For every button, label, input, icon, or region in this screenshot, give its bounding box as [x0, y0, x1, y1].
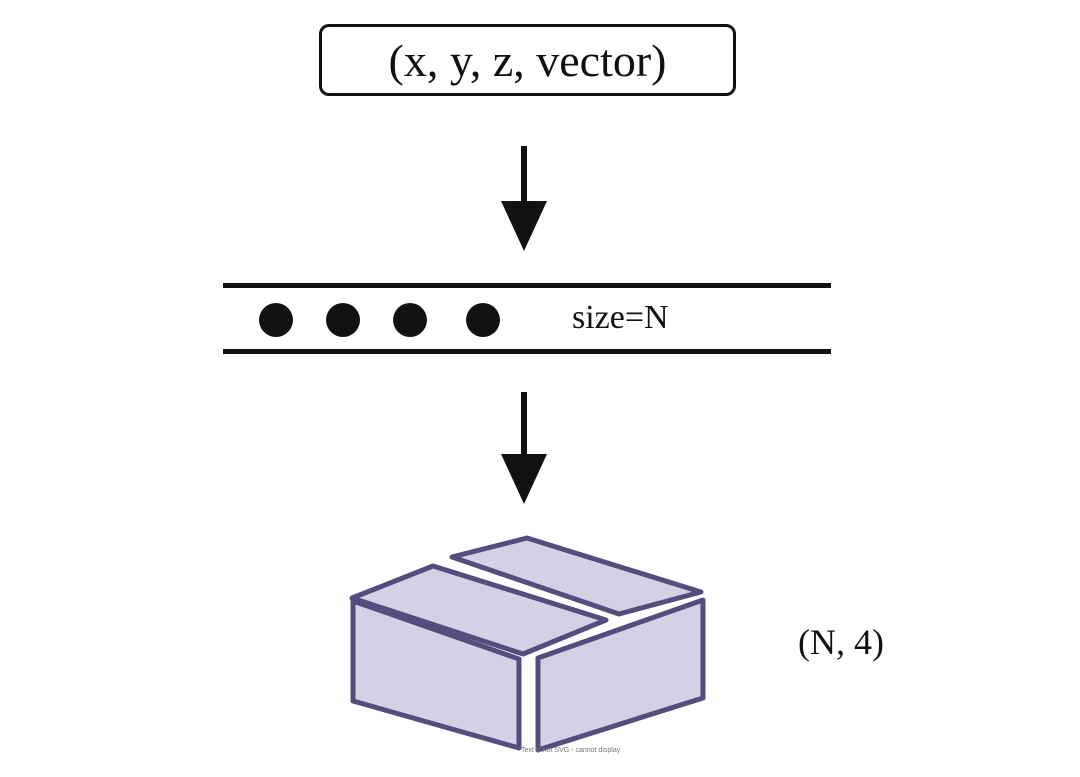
- buffer-top-line: [223, 283, 831, 288]
- buffer-bottom-line: [223, 349, 831, 354]
- box-right-face: [535, 597, 706, 753]
- box-top-right-flap: [449, 535, 704, 617]
- tensor-shape-label: (N, 4): [798, 622, 884, 662]
- buffer-dot: [466, 303, 500, 337]
- input-tuple-box: (x, y, z, vector): [319, 24, 736, 96]
- buffer-dot: [259, 303, 293, 337]
- buffer-size-label: size=N: [572, 299, 669, 336]
- box-left-face: [350, 598, 522, 751]
- down-arrow-icon: [501, 146, 547, 251]
- buffer-dot: [393, 303, 427, 337]
- box-top-left-flap: [349, 563, 609, 657]
- buffer-dot: [326, 303, 360, 337]
- caption: Text is not SVG - cannot display: [521, 747, 621, 754]
- input-tuple-label: (x, y, z, vector): [388, 34, 667, 86]
- down-arrow-icon: [501, 392, 547, 504]
- box-icon: [349, 535, 706, 753]
